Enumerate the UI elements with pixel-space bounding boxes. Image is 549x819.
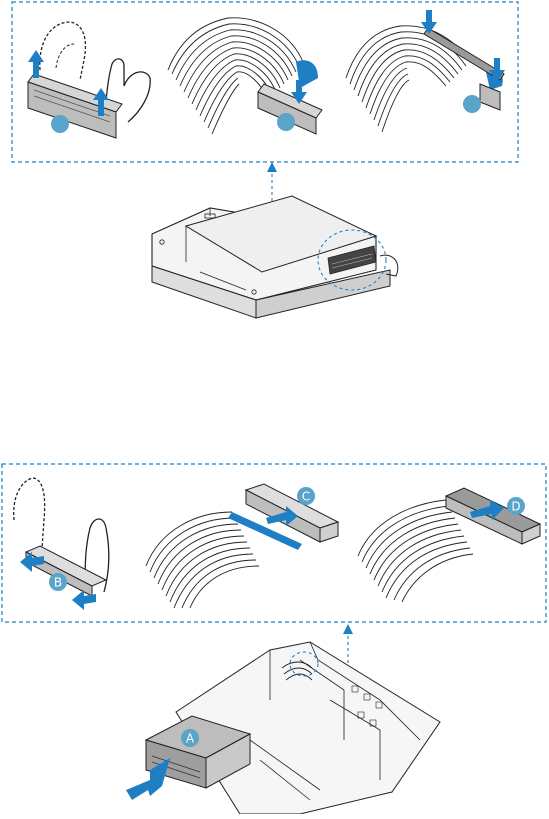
ribbon-cable-icon — [146, 512, 259, 608]
step-badge — [51, 115, 69, 133]
step-badge — [463, 95, 481, 113]
arrow-down-icon — [421, 10, 437, 34]
optical-drive-icon — [152, 196, 398, 318]
arrow-up-icon — [28, 50, 44, 78]
step-label-d: D — [511, 500, 520, 514]
ribbon-cable-icon — [358, 500, 473, 602]
top-step-release-latch — [28, 22, 150, 138]
bottom-step-unlock-connector: B — [14, 478, 109, 610]
hand-icon — [14, 478, 45, 548]
hand-icon — [40, 22, 86, 80]
top-step-insert-cable — [168, 18, 322, 134]
step-label-b: B — [54, 576, 62, 590]
bottom-step-insert-cable: C — [146, 484, 338, 608]
step-badge — [277, 113, 295, 131]
step-label-c: C — [302, 490, 310, 504]
top-step-lock-latch — [346, 10, 505, 132]
step-label-a: A — [186, 732, 195, 746]
bottom-step-lock-connector: D — [358, 488, 540, 602]
